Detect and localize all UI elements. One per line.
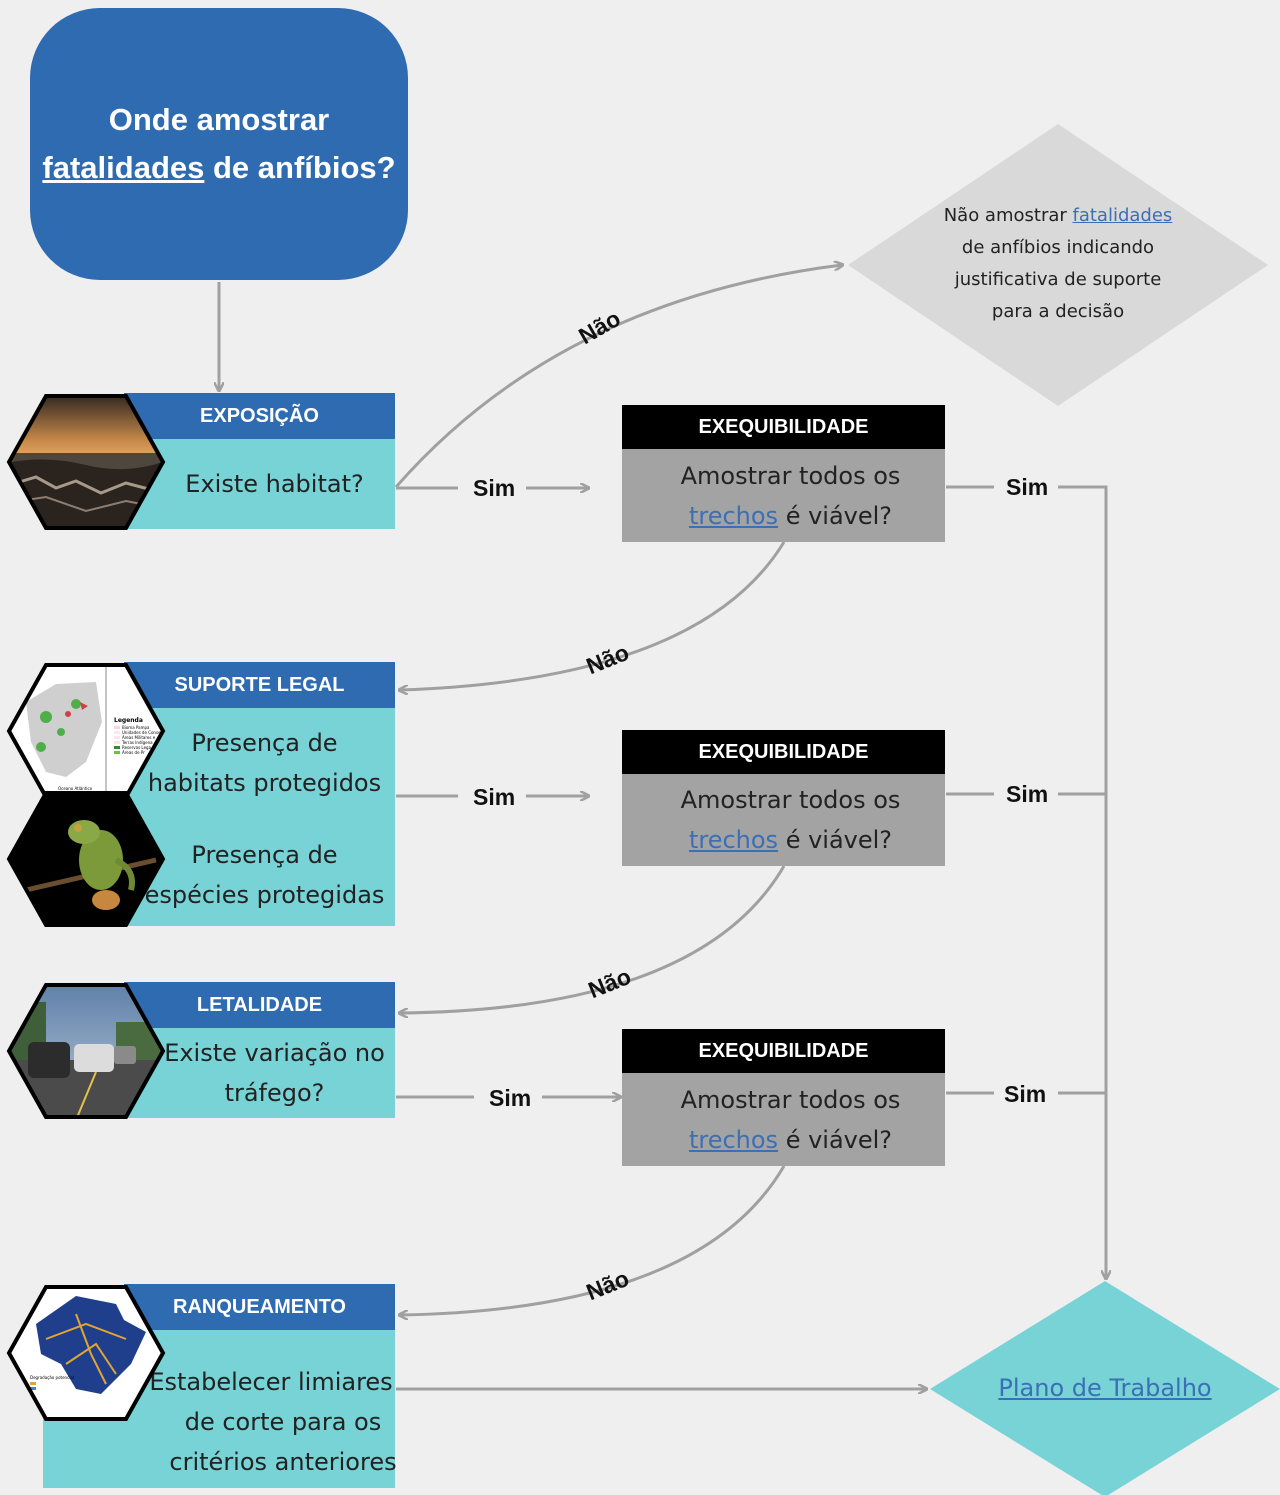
traffic-photo-hex	[6, 983, 166, 1119]
arrow-nao-3	[400, 1165, 786, 1315]
start-line1: Onde amostrar	[108, 102, 330, 137]
no-sample-text: Não amostrar fatalidades de anfíbios ind…	[900, 200, 1216, 328]
label-sim: Sim	[473, 475, 516, 501]
exequibilidade-header: EXEQUIBILIDADE	[622, 1029, 945, 1073]
exequibilidade-rest: é viável?	[778, 1125, 893, 1154]
map-legend-title: Legenda	[114, 717, 143, 724]
trechos-link[interactable]: trechos	[688, 1125, 779, 1154]
arrow-nao-top	[394, 265, 842, 488]
ranqueamento-header: RANQUEAMENTO	[124, 1284, 395, 1330]
label-sim: Sim	[473, 784, 516, 810]
exequibilidade-rest: é viável?	[778, 826, 893, 854]
arrow-nao-2	[400, 865, 786, 1013]
no-sample-prefix: Não amostrar	[943, 205, 1073, 226]
start-question: Onde amostrar fatalidades de anfíbios?	[30, 8, 408, 280]
letalidade-line: Existe variação no	[164, 1039, 385, 1067]
exequibilidade-line1: Amostrar todos os	[680, 1085, 901, 1114]
no-sample-line: para a decisão	[991, 301, 1125, 322]
exposicao-header: EXPOSIÇÃO	[124, 393, 395, 439]
exequibilidade-line1: Amostrar todos os	[680, 461, 901, 490]
ranking-map-hex: Degradação potencial	[6, 1285, 166, 1421]
no-sample-line: de anfíbios indicando	[961, 237, 1155, 258]
label-sim: Sim	[1004, 1081, 1047, 1107]
suporte-line: Presença de	[191, 729, 338, 757]
arrow-nao-1	[400, 541, 786, 690]
map-legend-item: Terras Indígena	[121, 740, 153, 745]
ranqueamento-line: critérios anteriores	[169, 1448, 397, 1476]
habitat-photo-hex	[6, 394, 166, 530]
exequibilidade-rest: é viável?	[778, 501, 893, 530]
suporte-line: habitats protegidos	[147, 769, 382, 797]
suporte-header: SUPORTE LEGAL	[124, 662, 395, 708]
protected-areas-map-hex: Legenda Bioma Pampa Unidades de Conse Ár…	[6, 663, 166, 799]
label-sim: Sim	[1006, 781, 1049, 807]
label-sim: Sim	[489, 1085, 532, 1111]
start-link-fatalidades[interactable]: fatalidades	[42, 150, 205, 185]
trechos-link[interactable]: trechos	[688, 826, 779, 854]
letalidade-line: tráfego?	[224, 1079, 325, 1107]
exequibilidade-line1: Amostrar todos os	[680, 786, 901, 814]
label-sim: Sim	[1006, 474, 1049, 500]
exequibilidade-header: EXEQUIBILIDADE	[622, 405, 945, 449]
map-legend-item: Áreas Militares e	[122, 735, 156, 740]
map-ocean-label: Oceano Atlântico	[58, 786, 93, 791]
no-sample-line: justificativa de suporte	[954, 269, 1162, 290]
letalidade-header: LETALIDADE	[124, 982, 395, 1028]
rank-map-legend: Degradação potencial	[30, 1375, 74, 1380]
exequibilidade-body: Amostrar todos os trechos é viável?	[622, 449, 945, 542]
map-legend-item: Unidades de Conse	[122, 730, 161, 735]
trechos-link[interactable]: trechos	[688, 501, 779, 530]
arrow-right-sim-1b	[1058, 485, 1106, 1278]
map-legend-item: Áreas de Pr	[122, 750, 145, 755]
no-sample-link-fatalidades[interactable]: fatalidades	[1072, 205, 1173, 226]
map-legend-item: Bioma Pampa	[122, 725, 150, 730]
ranqueamento-body: Estabelecer limiares de corte para os cr…	[124, 1362, 418, 1482]
exequibilidade-body: Amostrar todos os trechos é viável?	[622, 774, 945, 866]
ranqueamento-line: de corte para os	[184, 1408, 382, 1436]
exposicao-question: Existe habitat?	[185, 470, 364, 498]
plano-text: Plano de Trabalho	[980, 1374, 1230, 1402]
suporte-body: Presença de habitats protegidos Presença…	[124, 708, 395, 926]
letalidade-body: Existe variação no tráfego?	[124, 1028, 395, 1118]
no-sample-diamond	[848, 124, 1268, 406]
plano-link[interactable]: Plano de Trabalho	[998, 1374, 1212, 1402]
frog-photo-hex	[6, 791, 166, 927]
suporte-line: Presença de	[191, 841, 338, 869]
start-line2-rest: de anfíbios?	[204, 150, 396, 185]
suporte-line: espécies protegidas	[144, 881, 385, 909]
exequibilidade-body: Amostrar todos os trechos é viável?	[622, 1073, 945, 1166]
exposicao-body: Existe habitat?	[124, 439, 395, 529]
map-legend-item: Reservas Lega	[122, 745, 152, 750]
ranqueamento-line: Estabelecer limiares	[149, 1368, 393, 1396]
exequibilidade-header: EXEQUIBILIDADE	[622, 730, 945, 774]
plano-diamond	[930, 1281, 1280, 1495]
